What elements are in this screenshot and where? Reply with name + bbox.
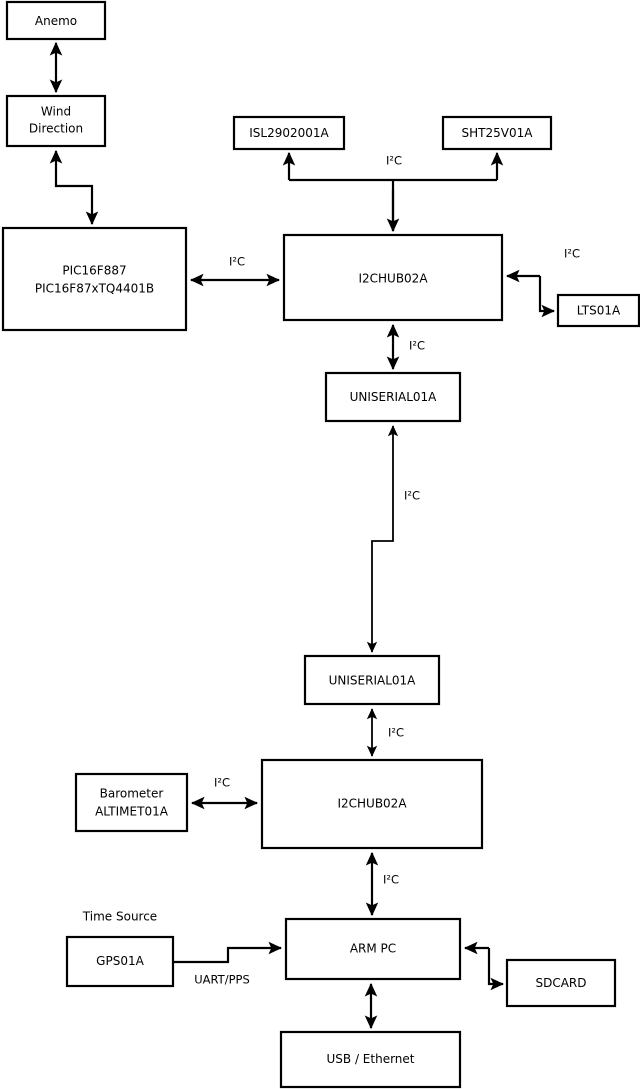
node-arm-pc[interactable]: ARM PC <box>284 917 462 981</box>
connector-uniserial-uniserial <box>366 425 399 653</box>
node-pic-mcu[interactable]: PIC16F887 PIC16F87xTQ4401B <box>1 226 188 332</box>
node-usb-ethernet[interactable]: USB / Ethernet <box>279 1030 462 1089</box>
edge-label-uart-pps: UART/PPS <box>194 973 250 987</box>
node-isl2902001a[interactable]: ISL2902001A <box>232 115 346 151</box>
node-wind-direction-label-line1: Wind <box>41 105 71 119</box>
connector-armpc-sdcard-in <box>487 948 505 991</box>
edge-label-i2c-pic-hub: I²C <box>229 255 245 269</box>
node-gps01a[interactable]: GPS01A <box>65 935 175 988</box>
node-uniserial01a-bottom[interactable]: UNISERIAL01A <box>303 654 441 706</box>
node-barometer[interactable]: Barometer ALTIMET01A <box>74 772 189 833</box>
connector-hub-lts-in <box>538 276 556 318</box>
node-wind-direction-label-line2: Direction <box>29 122 83 136</box>
node-uniserial01a-top[interactable]: UNISERIAL01A <box>324 371 462 423</box>
edge-label-i2c-hub-lts: I²C <box>564 247 580 261</box>
node-sht25v01a[interactable]: SHT25V01A <box>441 115 553 151</box>
edge-label-i2c-hub-uniserial: I²C <box>409 339 425 353</box>
node-anemo-label: Anemo <box>35 14 77 28</box>
edge-label-i2c-top-bus: I²C <box>386 154 402 168</box>
node-anemo[interactable]: Anemo <box>5 0 107 41</box>
node-sht25v01a-label: SHT25V01A <box>462 126 534 140</box>
edge-label-i2c-barometer-hub2: I²C <box>214 776 230 790</box>
node-barometer-label-line2: ALTIMET01A <box>95 805 169 819</box>
node-i2chub02a-bottom-label: I2CHUB02A <box>337 797 407 811</box>
node-i2chub02a-top[interactable]: I2CHUB02A <box>282 233 504 322</box>
node-pic-mcu-label-line2: PIC16F87xTQ4401B <box>35 282 154 296</box>
node-wind-direction[interactable]: Wind Direction <box>5 94 107 148</box>
node-lts01a[interactable]: LTS01A <box>556 293 640 328</box>
node-uniserial01a-top-label: UNISERIAL01A <box>350 390 438 404</box>
node-sdcard[interactable]: SDCARD <box>505 958 617 1008</box>
edge-label-i2c-uniserial-uniserial: I²C <box>404 489 420 503</box>
node-usb-ethernet-label: USB / Ethernet <box>327 1052 415 1066</box>
node-pic-mcu-label-line1: PIC16F887 <box>62 264 126 278</box>
edge-label-i2c-hub2-armpc: I²C <box>383 873 399 887</box>
node-arm-pc-label: ARM PC <box>350 942 396 956</box>
node-i2chub02a-bottom[interactable]: I2CHUB02A <box>260 758 484 850</box>
edge-label-i2c-uniserial-hub2: I²C <box>388 726 404 740</box>
node-uniserial01a-bottom-label: UNISERIAL01A <box>329 674 417 688</box>
connector-gps-armpc <box>173 941 283 964</box>
node-barometer-label-line1: Barometer <box>100 787 164 801</box>
node-sdcard-label: SDCARD <box>535 976 586 990</box>
node-lts01a-label: LTS01A <box>577 304 621 318</box>
label-time-source: Time Source <box>82 910 157 924</box>
node-gps01a-label: GPS01A <box>96 954 144 968</box>
connector-wind-pic <box>49 149 99 226</box>
node-i2chub02a-top-label: I2CHUB02A <box>358 272 428 286</box>
node-isl2902001a-label: ISL2902001A <box>249 126 329 140</box>
